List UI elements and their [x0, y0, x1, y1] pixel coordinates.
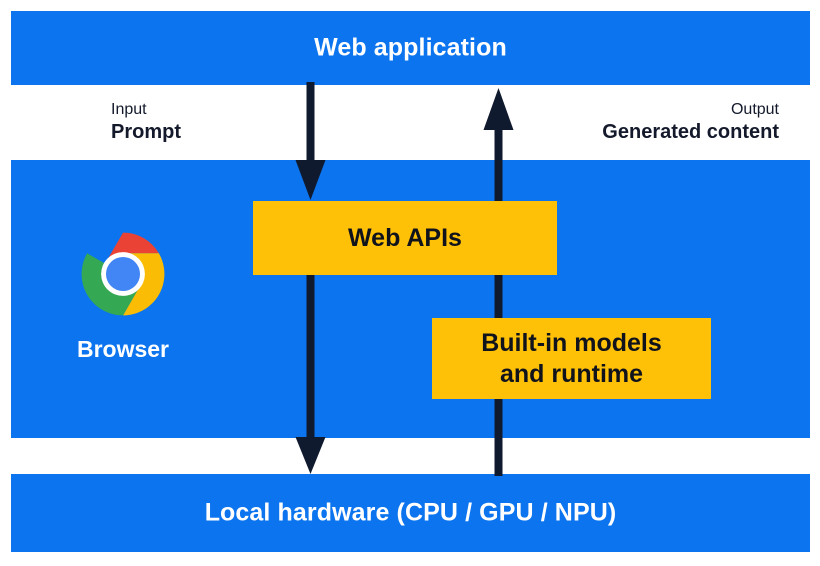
annotation-output: Output Generated content	[602, 100, 779, 146]
flow-arrow-prompt-down	[295, 82, 326, 200]
annotation-input: Input Prompt	[111, 100, 181, 146]
annotation-output-value: Generated content	[602, 121, 779, 144]
annotation-input-kind: Input	[111, 101, 147, 118]
component-built-in-models-line2: and runtime	[499, 359, 644, 388]
browser-identity-block: Browser	[34, 228, 212, 363]
flow-arrow-output-up	[483, 88, 514, 476]
component-built-in-models-line1: Built-in models	[481, 329, 662, 357]
annotation-input-value: Prompt	[111, 121, 181, 144]
component-built-in-models-label: Built-in models and runtime	[481, 328, 662, 389]
chrome-logo-icon	[81, 232, 165, 316]
layer-local-hardware: Local hardware (CPU / GPU / NPU)	[11, 474, 810, 552]
layer-browser-label: Browser	[76, 336, 170, 362]
component-web-apis-label: Web APIs	[348, 223, 462, 252]
component-web-apis: Web APIs	[253, 201, 557, 275]
flow-arrow-hardware-down	[295, 272, 326, 474]
annotation-output-kind: Output	[730, 101, 779, 118]
layer-local-hardware-label: Local hardware (CPU / GPU / NPU)	[204, 498, 617, 527]
layer-web-application: Web application	[11, 11, 810, 85]
layer-web-application-label: Web application	[314, 33, 507, 62]
component-built-in-models: Built-in models and runtime	[432, 318, 711, 399]
